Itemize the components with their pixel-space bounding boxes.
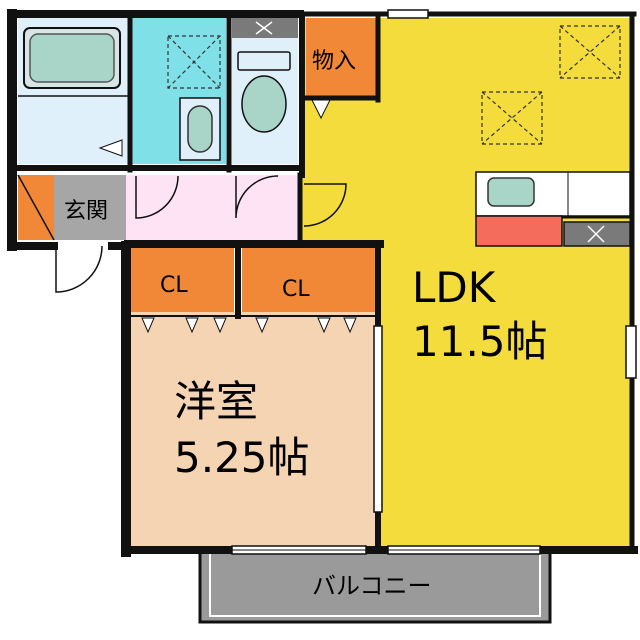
ldk-size: 11.5帖 [412, 317, 548, 366]
balcony-label: バルコニー [312, 572, 432, 600]
entrance [54, 175, 126, 240]
ldk-label: LDK [412, 263, 497, 312]
kitchen-sink [487, 177, 535, 207]
entrance-label: 玄関 [64, 199, 108, 224]
western-room-size: 5.25帖 [174, 433, 310, 482]
closet-right-label: CL [282, 277, 310, 302]
bathtub-basin [29, 33, 115, 83]
western-room-label: 洋室 [174, 377, 258, 426]
closet-door-markers [126, 315, 376, 334]
balcony [198, 545, 552, 624]
western-room [126, 312, 376, 548]
toilet-tank [237, 51, 291, 71]
storage-door-marker [311, 99, 331, 120]
windows [231, 9, 637, 555]
storage-label: 物入 [312, 49, 356, 74]
closet-right [242, 248, 376, 312]
ldk-ceiling-marks [481, 25, 621, 145]
washing-machine-space [167, 35, 221, 89]
toilet-bowl [241, 75, 287, 133]
kitchen-counter [475, 215, 563, 247]
wash-basin [187, 105, 213, 153]
doors [17, 174, 347, 293]
toilet-vent-mark [255, 21, 273, 35]
closet-left [126, 248, 234, 312]
closet-left-label: CL [160, 273, 188, 298]
bath-door-marker [98, 139, 123, 157]
storage-closet [306, 18, 376, 98]
fridge-space-mark [587, 225, 605, 243]
walls [7, 9, 638, 557]
hallway [126, 175, 300, 240]
